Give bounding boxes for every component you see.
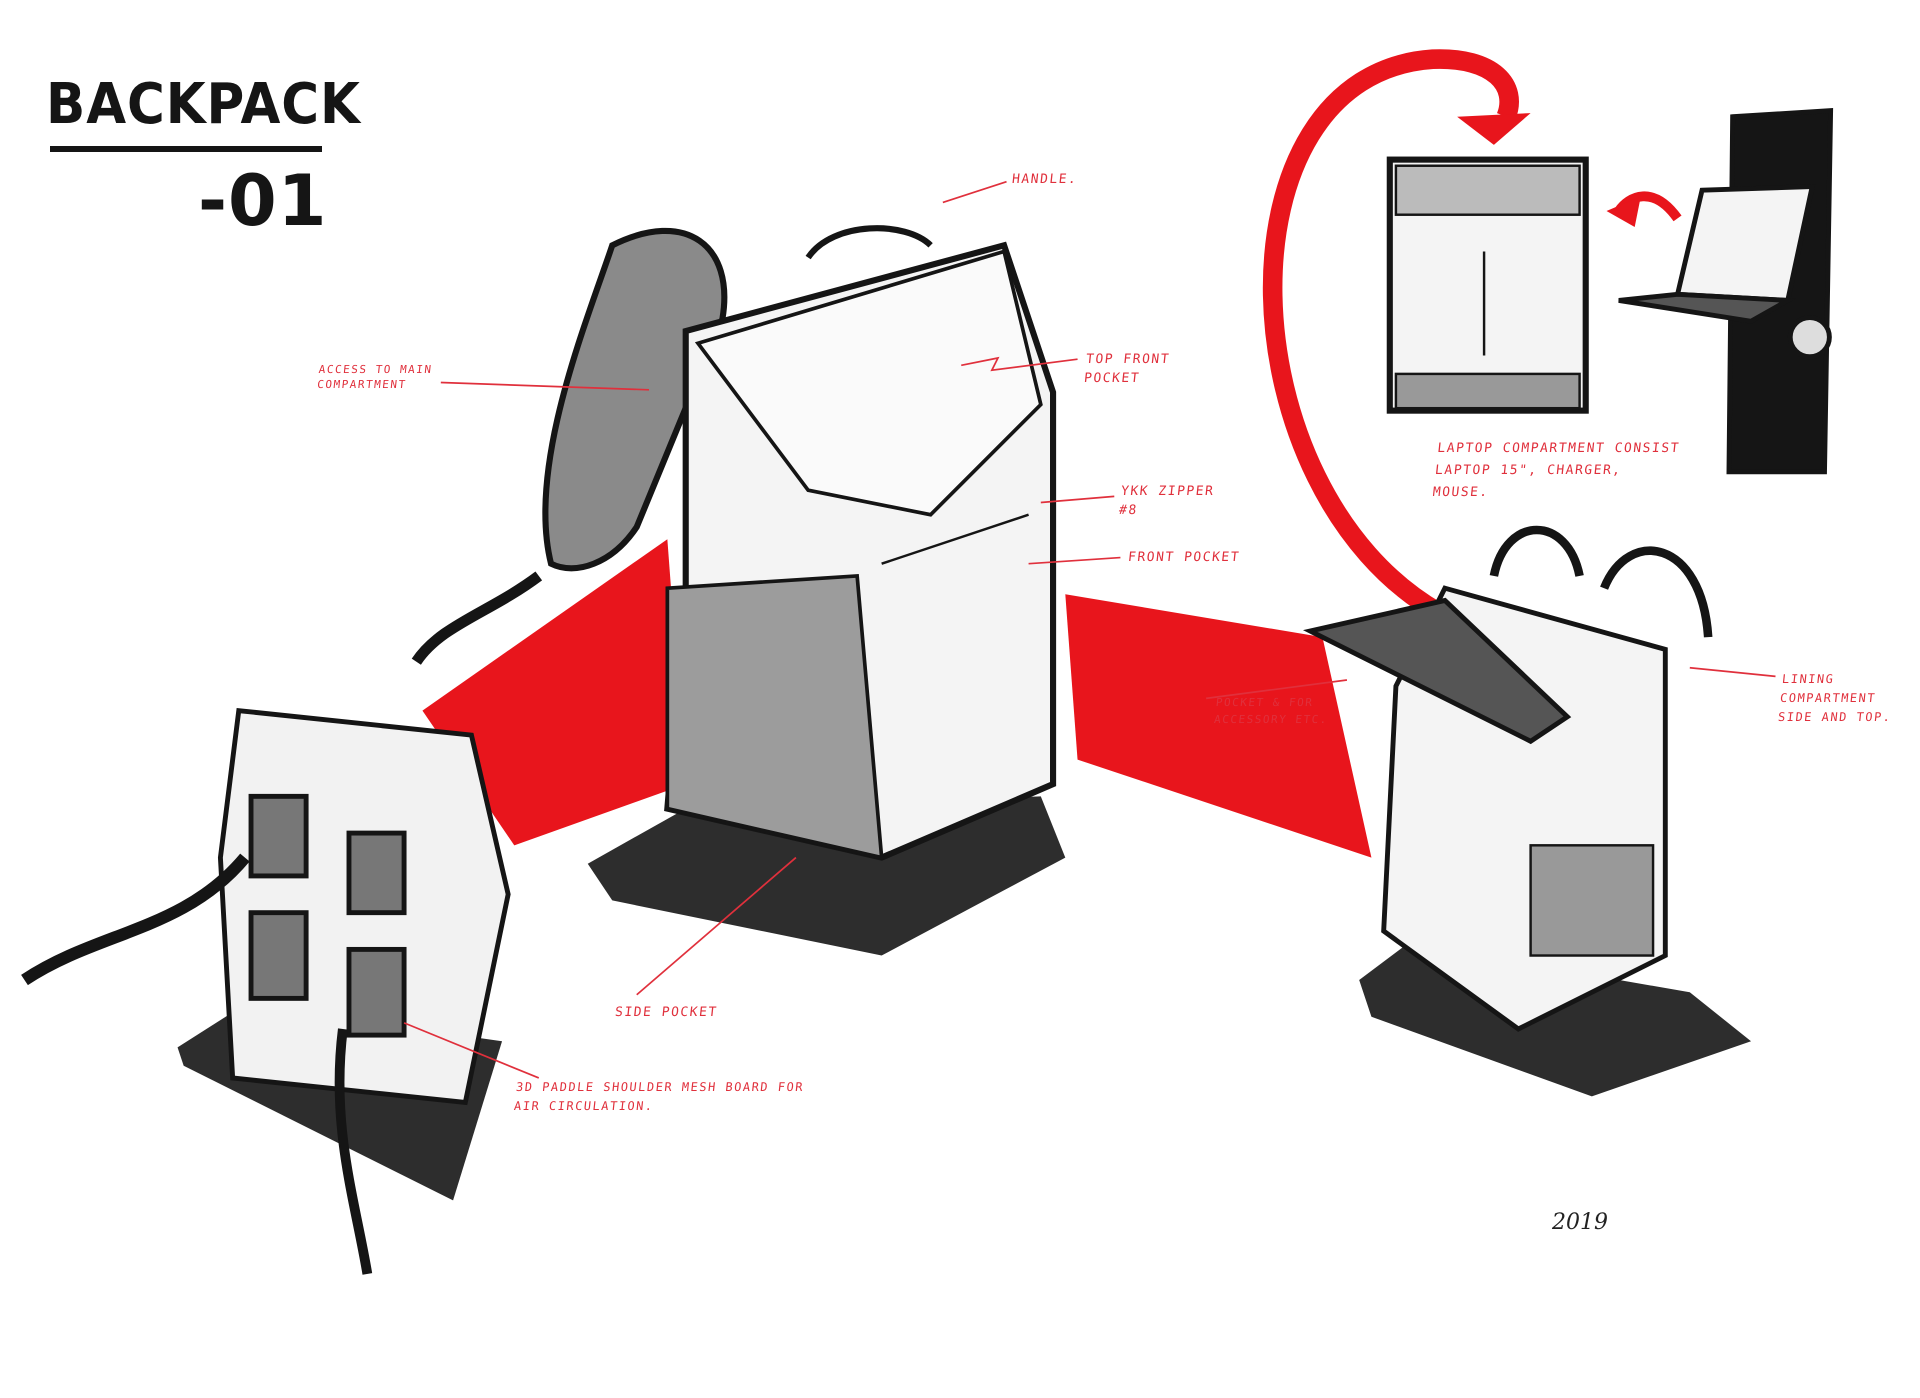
annotation-mesh: 3D paddle shoulder mesh board for air ci… xyxy=(513,1080,805,1113)
sheet-number: -01 xyxy=(198,160,328,242)
red-marker-swatch-right xyxy=(1065,594,1372,858)
annotation-zipper: YKK zipper #8 xyxy=(1118,484,1216,518)
red-small-arrowhead xyxy=(1606,196,1641,227)
backpack-front-view xyxy=(411,225,1057,861)
backpack-open-view xyxy=(1302,525,1713,1032)
annotation-top-front-pocket: Top front pocket xyxy=(1083,352,1171,386)
annotation-lining: Lining compartment side and top. xyxy=(1777,672,1893,724)
annotation-side-pocket: Side pocket xyxy=(614,1005,719,1020)
red-arrow-curve xyxy=(1262,49,1519,622)
shadow-center xyxy=(587,796,1066,956)
laptop-illustration xyxy=(1618,108,1834,475)
annotation-accessory-pocket: Pocket & for accessory etc. xyxy=(1213,696,1329,726)
red-marker-swatch-left xyxy=(422,539,686,846)
laptop-compartment-inset xyxy=(1386,156,1589,414)
annotation-front-pocket: Front pocket xyxy=(1127,550,1241,565)
annotation-laptop: Laptop compartment consist laptop 15", c… xyxy=(1431,441,1681,500)
sheet-title: BACKPACK xyxy=(46,72,361,137)
red-arrowhead xyxy=(1457,113,1531,145)
signature: 2019 xyxy=(1552,1210,1608,1235)
annotation-access: Access to main compartment xyxy=(316,363,434,391)
backpack-rear-view xyxy=(21,707,511,1275)
annotation-handle: Handle. xyxy=(1011,172,1079,187)
annotation-leaders xyxy=(403,180,1776,1079)
title-underline xyxy=(50,146,322,152)
